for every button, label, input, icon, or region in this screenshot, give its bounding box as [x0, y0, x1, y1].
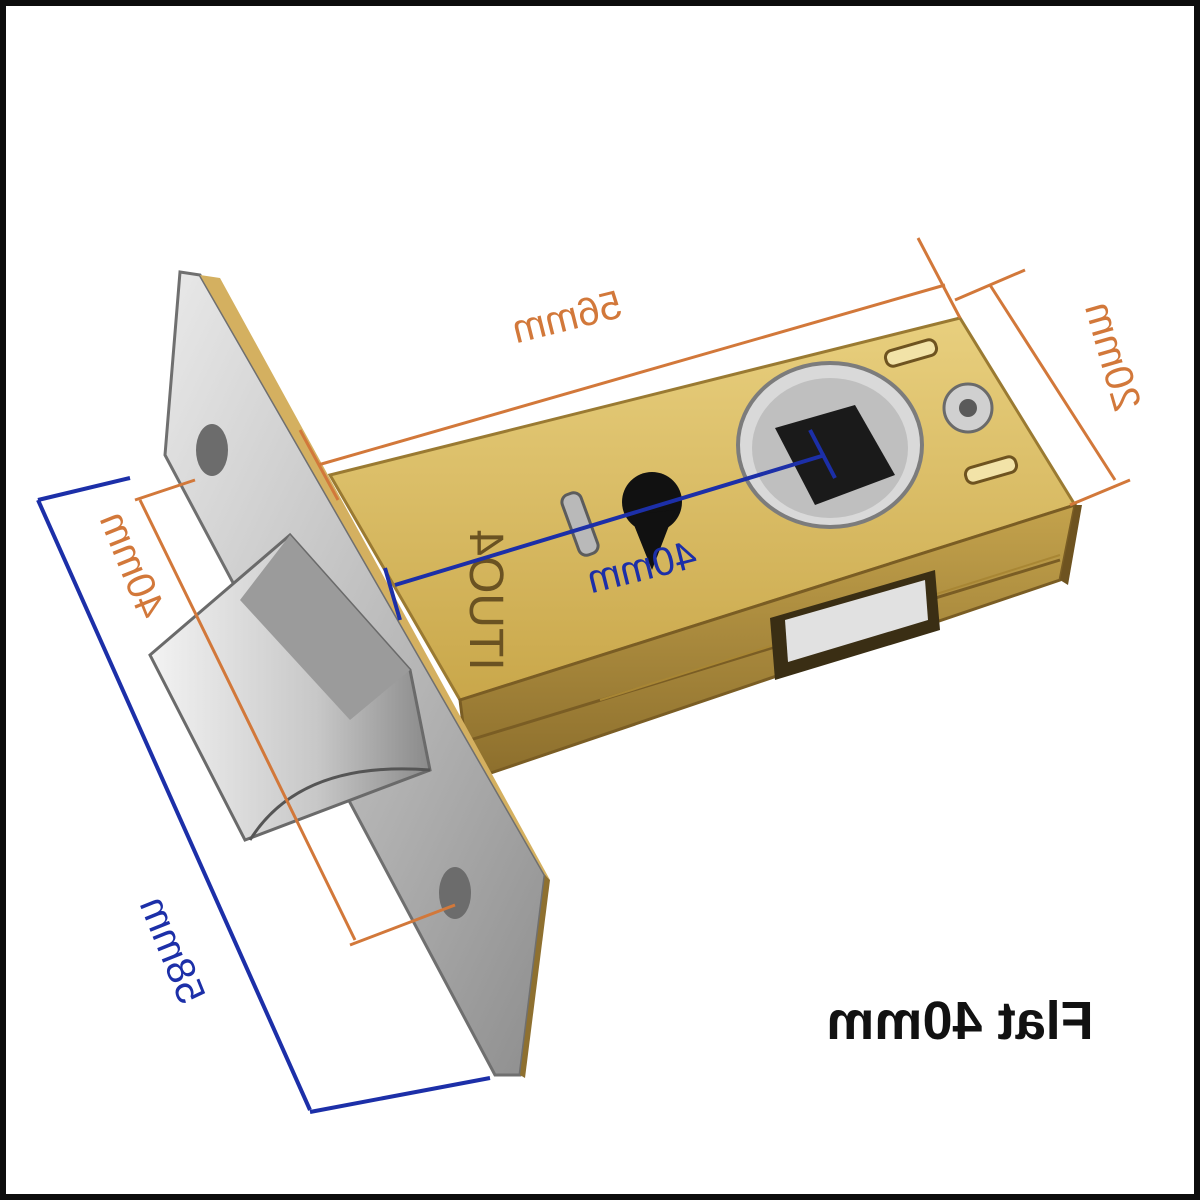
mounting-hole-top	[196, 424, 228, 476]
label-body-length: 56mm	[508, 283, 626, 353]
side-window	[770, 570, 940, 680]
keyhole	[560, 472, 682, 570]
dimension-lines-orange	[134, 237, 1131, 947]
caption-flat-40mm: Flat 40mm	[826, 991, 1094, 1051]
spindle-hub	[736, 361, 924, 529]
latch-bolt	[148, 532, 432, 842]
label-faceplate-length: 58mm	[131, 890, 213, 1010]
body-slots	[883, 338, 1019, 485]
mounting-hole-bottom	[439, 867, 471, 919]
dimension-lines-blue	[36, 429, 837, 1114]
label-hole-spacing: 40mm	[91, 505, 173, 625]
label-body-height: 20mm	[1076, 297, 1149, 416]
